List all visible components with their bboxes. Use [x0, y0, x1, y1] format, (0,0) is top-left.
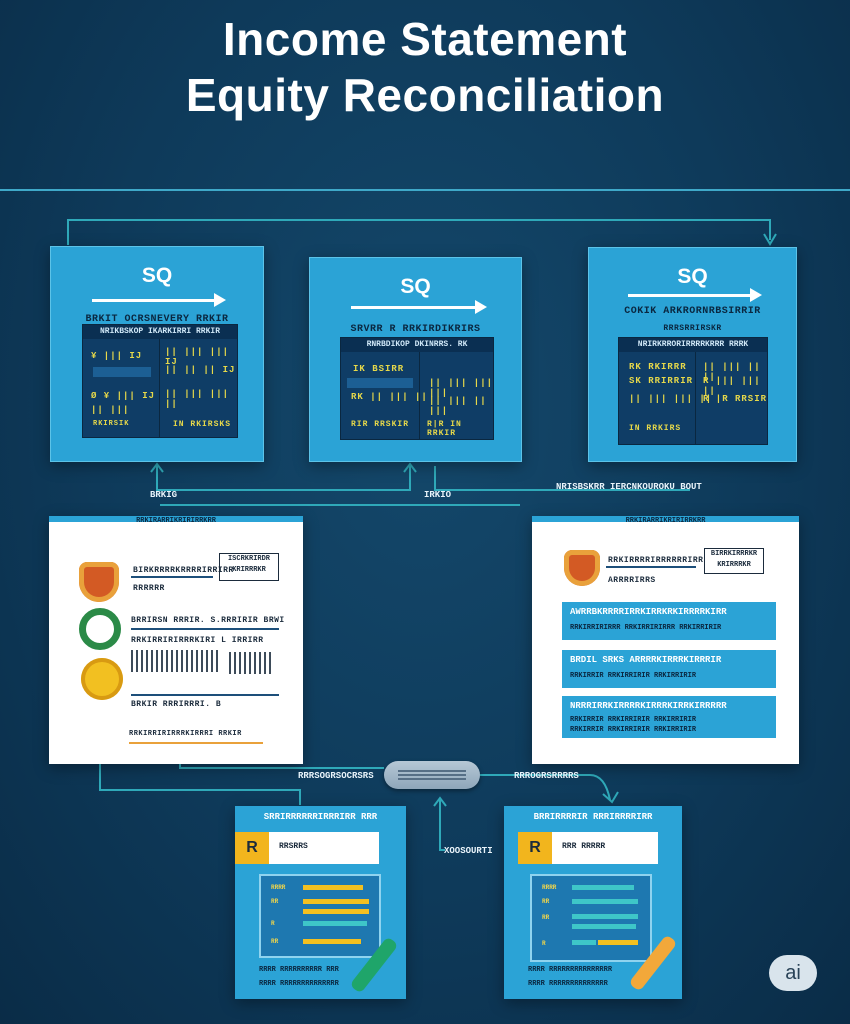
bottom-card-2[interactable]: BRRIRRRRIR RRRIRRRRIRR R RRR RRRRR RRRR … [504, 806, 682, 999]
header-strip: R RRR RRRRR [518, 832, 658, 864]
data-panel: NRIRKRRORIRRRRKRRR RRRK RK RKIRRR || |||… [618, 337, 768, 445]
card-footer: RRRR RRRRRRRRRRRRRRR [528, 966, 613, 974]
doc-header-text: BIRKRRRRKRRRRIRRIRR [133, 566, 234, 575]
card-title: BRRIRRRRIR RRRIRRRRIRR [533, 812, 653, 822]
shield-icon [564, 550, 600, 586]
strip-letter: R [235, 832, 269, 864]
left-document[interactable]: RRKIRARRIKRIRIRRKRR BIRKRRRRKRRRRIRRIRR … [49, 516, 303, 764]
band-title: BRDIL SRKS ARRRRKIRRRKIRRRIR [570, 655, 722, 665]
bar-screen: RRRR RR R RR [259, 874, 381, 958]
arrow-right-icon [628, 288, 762, 302]
doc-sub-text: ARRRRIRRS [608, 576, 656, 585]
right-document[interactable]: RRKIRARRIKRIRIRRKRR RRKIRRRRIRRRRRRIRR B… [532, 516, 799, 764]
card-caption: BRKIT OCRSNEVERY RRKIR [85, 314, 229, 325]
top-card-3[interactable]: SQ COKIK ARKRORNRBSIRRIR RRRSRRIRSKR NRI… [588, 247, 797, 462]
header-divider [0, 189, 850, 191]
wire-label-left: BRKIG [150, 490, 178, 500]
panel-cell: IN RKIRSKS [173, 420, 232, 429]
wire-label: RRROGRSRRRRS [514, 771, 579, 781]
doc-row: RRKIRRIRIRRRKIRI L IRRIRR [131, 636, 264, 645]
page-title-line-1: Income Statement [222, 13, 628, 65]
band-sub: RRKIRRIR RRKIRRIRIR RRKIRRIRIR [570, 726, 697, 734]
header-strip: R RRSRRS [235, 832, 379, 864]
top-card-2[interactable]: SQ SRVRR R RRKIRDIKRIRS RNRBDIKOP DKINRR… [309, 257, 522, 462]
card-footer: RRRR RRRRRRRRRR RRR [259, 966, 339, 974]
card-footer: RRRR RRRRRRRRRRRRRR [528, 980, 608, 988]
wire-label: RRRSOGRSOCRSRS [298, 771, 374, 781]
panel-header: NRIRKRRORIRRRRKRRR RRRK [619, 338, 767, 352]
panel-cell: IK BSIRR [353, 364, 405, 374]
arrow-right-icon [351, 300, 487, 314]
panel-cell: R|R IN RRKIR [427, 420, 462, 438]
page-title-line-2: Equity Reconciliation [185, 69, 665, 121]
band-sub: RRKIRRIR RRKIRRIRIR RRKIRRIRIR [570, 716, 697, 724]
card-heading: SQ [677, 265, 708, 288]
wire-label: XOOSOURTI [444, 846, 493, 856]
panel-header: NRIKBSKOP IKARKIRRI RRKIR [83, 325, 237, 339]
strip-text: RRR RRRRR [562, 842, 606, 851]
doc-stamp-box: ISCRKRIRDR KRIRRRKR [219, 553, 279, 581]
ai-badge: ai [769, 955, 817, 991]
strip-text: RRSRRS [279, 842, 308, 851]
top-card-1[interactable]: SQ BRKIT OCRSNEVERY RRKIR NRIKBSKOP IKAR… [50, 246, 264, 462]
signature-scribble [131, 650, 221, 672]
doc-top-label: RRKIRARRIKRIRIRRKRR [136, 517, 216, 525]
wire-label-center: IRKIO [424, 490, 452, 500]
wire-label-right: NRISBSKRR IERCNKOUROKU BOUT [556, 482, 702, 492]
panel-cell: || ||| ||| IJ [165, 347, 230, 367]
signature-scribble [229, 652, 273, 674]
panel-cell: SK RRIRRIR [629, 376, 694, 386]
doc-header-text: RRKIRRRRIRRRRRRIRR [608, 556, 704, 565]
doc-row: RRKIRRIRIRRRKIRRRI RRKIR [129, 730, 242, 738]
data-panel: RNRBDIKOP DKINRRS. RK IK BSIRR || ||| ||… [340, 337, 494, 440]
panel-cell: || || || IJ [165, 365, 236, 375]
bar-screen: RRRR RR RR R [530, 874, 652, 962]
card-footer: RRRR RRRRRRRRRRRRRR [259, 980, 339, 988]
data-panel: NRIKBSKOP IKARKIRRI RRKIR ¥ ||| IJ || ||… [82, 324, 238, 438]
coin-icon [81, 658, 123, 700]
doc-row: BRKIR RRRIRRRI. B [131, 700, 222, 709]
panel-cell: IN RRKIRS [629, 424, 682, 433]
panel-cell: || ||| ||| || [165, 389, 230, 409]
panel-cell: || ||| || ||| [429, 396, 487, 416]
card-heading: SQ [400, 275, 431, 298]
band-title: NRRRIRRKIRRRRKIRRRKIRRKIRRRRR [570, 701, 727, 711]
strip-letter: R [518, 832, 552, 864]
arrow-right-icon [92, 293, 226, 307]
panel-cell: || ||| [91, 405, 130, 415]
card-title: SRRIRRRRRRIRRRIRR RRR [263, 812, 378, 822]
card-caption: COKIK ARKRORNRBSIRRIR [624, 306, 761, 317]
panel-cell: || ||| ||| ||| [429, 378, 494, 398]
shield-icon [79, 562, 119, 602]
info-band-3: NRRRIRRKIRRRRKIRRRKIRRKIRRRRR RRKIRRIR R… [562, 696, 776, 738]
bottom-card-1[interactable]: SRRIRRRRRRIRRRIRR RRR R RRSRRS RRRR RR R… [235, 806, 406, 999]
doc-row: BRRIRSN RRRIR. S.RRRIRIR BRWI [131, 616, 285, 625]
band-title: AWRRBKRRRRIRRKIRRKRKIRRRRKIRR [570, 607, 727, 617]
panel-cell: RK || ||| || [351, 392, 428, 402]
connector-pill[interactable] [384, 761, 480, 789]
card-heading: SQ [141, 264, 173, 287]
panel-cell: RIR RRSKIR [351, 420, 410, 429]
panel-cell: || ||| || || [703, 362, 761, 382]
doc-stamp-box: BIRRKIRRRKR KRIRRRKR [704, 548, 764, 574]
panel-cell: R ||| ||| || [703, 376, 761, 396]
panel-cell: || ||| ||| || [629, 394, 713, 404]
doc-top-label: RRKIRARRIKRIRIRRKRR [625, 517, 706, 525]
panel-header: RNRBDIKOP DKINRRS. RK [341, 338, 493, 352]
doc-sub-text: RRRRRR [133, 584, 165, 593]
panel-cell: ¥ ||| IJ [91, 351, 143, 361]
seal-icon [79, 608, 121, 650]
card-caption-sub: RRRSRRIRSKR [663, 324, 722, 333]
panel-cell: RKIRSIK [93, 420, 130, 428]
panel-cell: R |R RRSIR [703, 394, 768, 404]
panel-cell: RK RKIRRR [629, 362, 687, 372]
card-caption: SRVRR R RRKIRDIKRIRS [350, 324, 481, 335]
band-sub: RRKIRRIR RRKIRRIRIR RRKIRRIRIR [570, 672, 697, 680]
info-band-1: AWRRBKRRRRIRRKIRRKRKIRRRRKIRR RRKIRRIRIR… [562, 602, 776, 640]
panel-cell: Ø ¥ ||| IJ [91, 391, 156, 401]
band-sub: RRKIRRIRIRRR RRKIRRIRIRRR RRKIRRIRIR [570, 624, 722, 632]
info-band-2: BRDIL SRKS ARRRRKIRRRKIRRRIR RRKIRRIR RR… [562, 650, 776, 688]
